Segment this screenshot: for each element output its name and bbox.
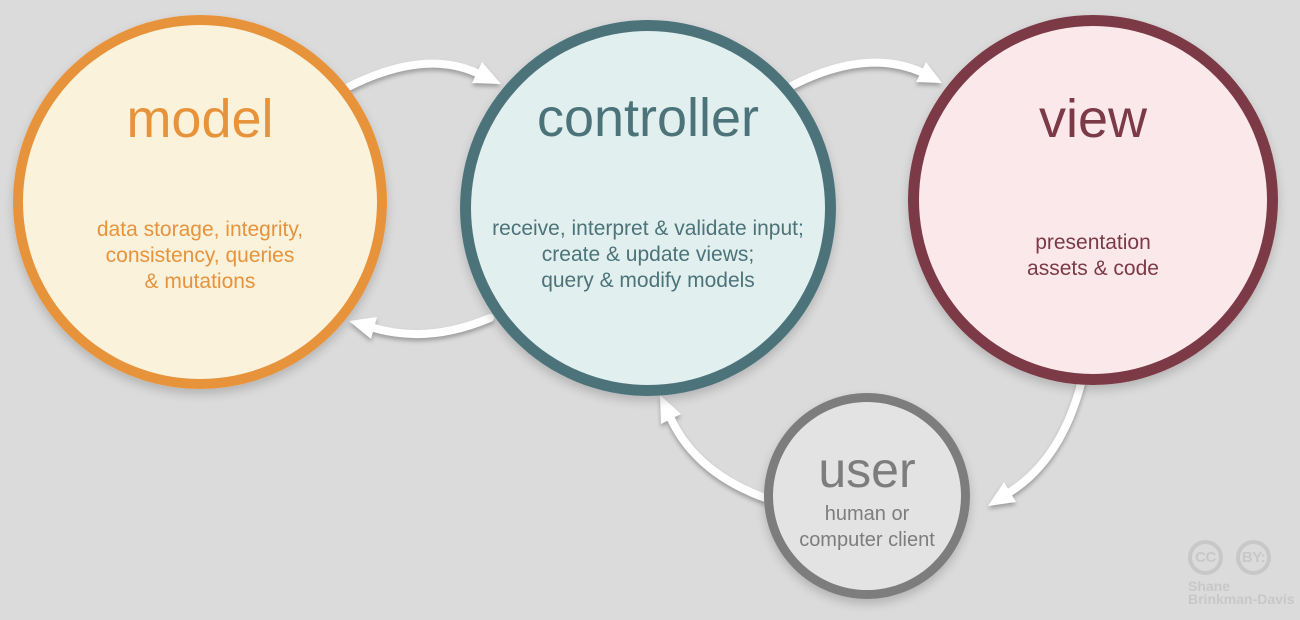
arrow-controller-to-model (349, 314, 494, 339)
user-description: human or computer client (799, 503, 935, 551)
controller-title: controller (536, 88, 760, 148)
controller-description: receive, interpret & validate input; cre… (492, 217, 804, 292)
cc-badge-icon: CC (1188, 540, 1223, 575)
license-badges: CC BY: (1188, 540, 1295, 575)
user-title: user (818, 442, 916, 498)
attribution: CC BY: Shane Brinkman-Davis (1188, 540, 1295, 606)
arrow-view-to-user (988, 376, 1086, 506)
arrow-controller-to-view (776, 58, 942, 96)
arrow-model-to-controller (333, 59, 501, 97)
by-badge-icon: BY: (1236, 540, 1271, 575)
view-description: presentation assets & code (1027, 231, 1159, 280)
view-title: view (1038, 89, 1148, 149)
model-description: data storage, integrity, consistency, qu… (96, 218, 304, 293)
arrow-user-to-controller (660, 395, 772, 503)
node-view-circle: view presentation assets & code (908, 15, 1278, 385)
node-controller-circle: controller receive, interpret & validate… (460, 20, 836, 396)
node-model-circle: model data storage, integrity, consisten… (13, 15, 387, 389)
attribution-name: Shane Brinkman-Davis (1188, 578, 1295, 607)
node-user-circle: user human or computer client (764, 393, 970, 599)
model-title: model (126, 89, 274, 149)
